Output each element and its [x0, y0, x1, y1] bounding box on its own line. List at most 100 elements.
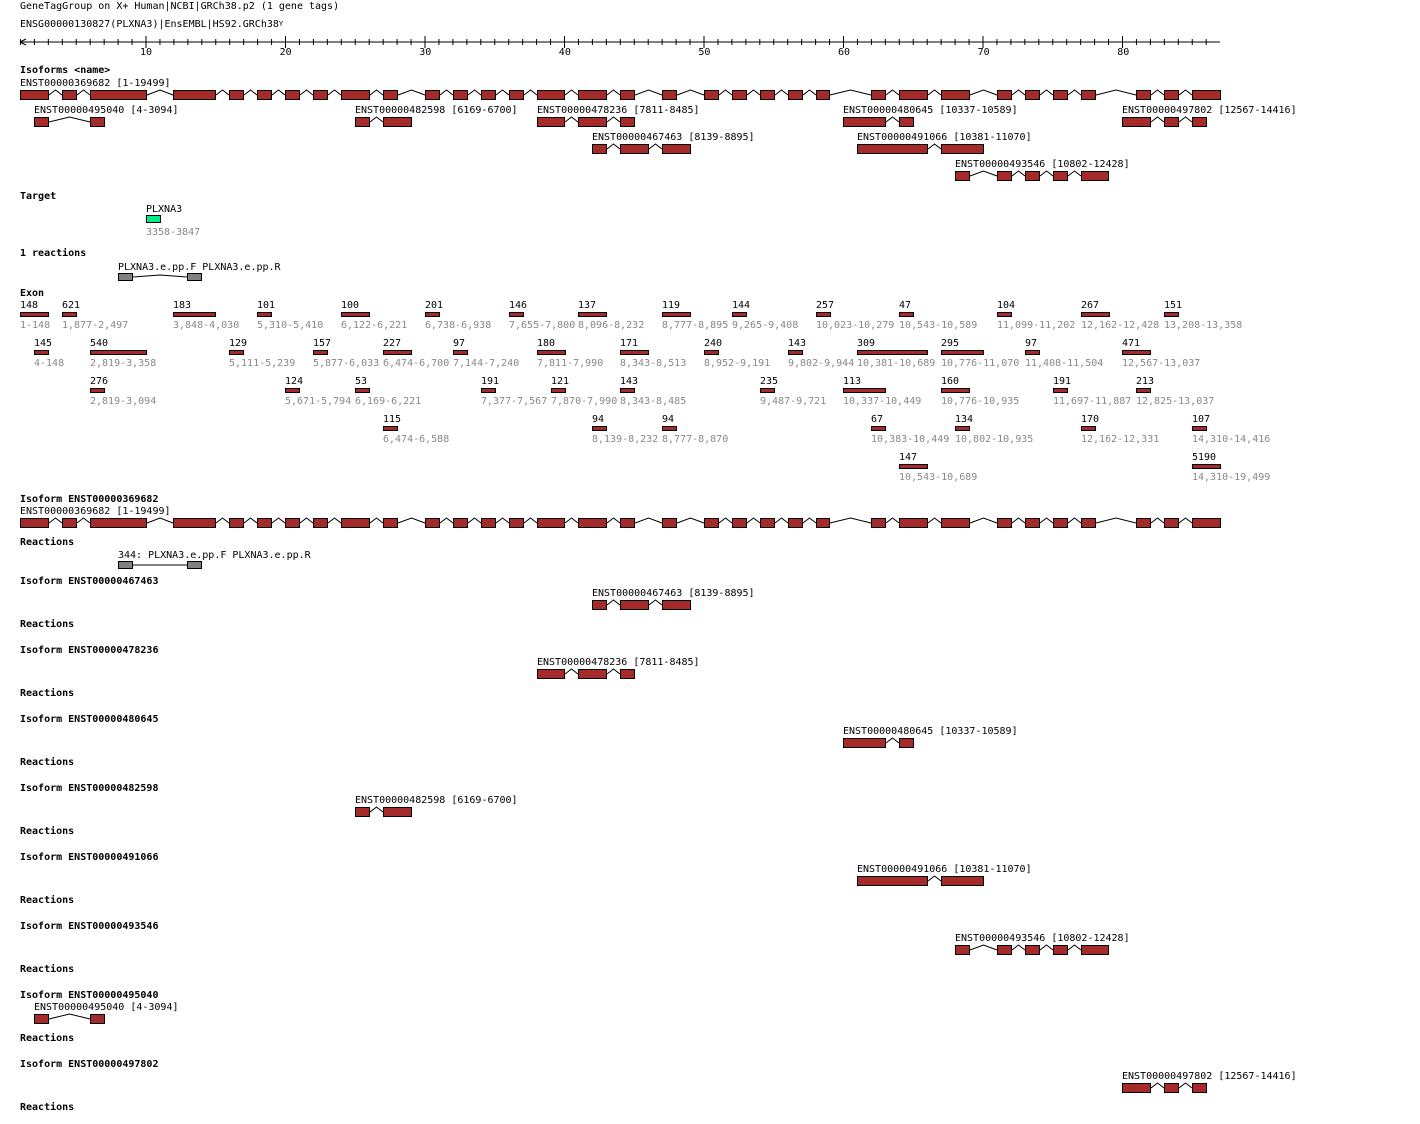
exon-block[interactable] [788, 518, 803, 528]
exon-block[interactable] [732, 90, 747, 100]
isoform-label[interactable]: ENST00000495040 [4-3094] [34, 1002, 179, 1013]
primer-forward[interactable] [118, 273, 133, 281]
exon-bar[interactable] [997, 312, 1012, 317]
exon-bar[interactable] [1122, 350, 1151, 355]
exon-bar[interactable] [90, 350, 147, 355]
exon-block[interactable] [1081, 945, 1109, 955]
exon-block[interactable] [453, 90, 468, 100]
exon-block[interactable] [285, 518, 300, 528]
exon-block[interactable] [383, 117, 412, 127]
exon-bar[interactable] [34, 350, 49, 355]
exon-block[interactable] [537, 90, 565, 100]
exon-block[interactable] [662, 600, 691, 610]
exon-block[interactable] [355, 117, 370, 127]
exon-bar[interactable] [843, 388, 886, 393]
exon-bar[interactable] [1025, 350, 1040, 355]
exon-block[interactable] [1081, 518, 1096, 528]
exon-block[interactable] [955, 945, 970, 955]
exon-block[interactable] [509, 518, 524, 528]
target-block[interactable] [146, 215, 161, 223]
exon-block[interactable] [899, 738, 914, 748]
exon-block[interactable] [481, 518, 496, 528]
exon-block[interactable] [899, 90, 928, 100]
exon-bar[interactable] [857, 350, 928, 355]
exon-block[interactable] [816, 518, 830, 528]
exon-block[interactable] [453, 518, 468, 528]
exon-bar[interactable] [941, 388, 970, 393]
exon-block[interactable] [34, 1014, 49, 1024]
exon-block[interactable] [1025, 171, 1040, 181]
isoform-label[interactable]: ENST00000478236 [7811-8485] [537, 657, 700, 668]
exon-block[interactable] [341, 518, 370, 528]
exon-block[interactable] [788, 90, 803, 100]
exon-block[interactable] [481, 90, 496, 100]
primer-reverse[interactable] [187, 273, 202, 281]
exon-block[interactable] [1192, 90, 1221, 100]
gene-link[interactable]: ENSG00000130827(PLXNA3)|EnsEMBL|HS92.GRC… [20, 19, 283, 30]
exon-bar[interactable] [816, 312, 831, 317]
exon-block[interactable] [871, 518, 886, 528]
exon-bar[interactable] [788, 350, 803, 355]
exon-bar[interactable] [341, 312, 370, 317]
exon-bar[interactable] [899, 464, 928, 469]
exon-block[interactable] [1164, 90, 1179, 100]
exon-bar[interactable] [509, 312, 524, 317]
exon-block[interactable] [509, 90, 524, 100]
exon-bar[interactable] [899, 312, 914, 317]
exon-block[interactable] [1192, 1083, 1207, 1093]
isoform-label[interactable]: ENST00000497802 [12567-14416] [1122, 105, 1297, 116]
exon-block[interactable] [313, 518, 328, 528]
exon-block[interactable] [1136, 90, 1151, 100]
exon-block[interactable] [592, 600, 607, 610]
exon-bar[interactable] [425, 312, 440, 317]
exon-block[interactable] [871, 90, 886, 100]
page-title[interactable]: GeneTagGroup on X+ Human|NCBI|GRCh38.p2 … [20, 1, 340, 12]
exon-bar[interactable] [313, 350, 328, 355]
exon-block[interactable] [857, 876, 928, 886]
exon-bar[interactable] [383, 426, 398, 431]
exon-block[interactable] [620, 117, 635, 127]
exon-bar[interactable] [285, 388, 300, 393]
exon-block[interactable] [997, 945, 1012, 955]
exon-block[interactable] [704, 90, 719, 100]
exon-block[interactable] [760, 518, 775, 528]
exon-block[interactable] [1122, 117, 1151, 127]
exon-block[interactable] [899, 117, 914, 127]
exon-block[interactable] [537, 669, 565, 679]
isoform-label[interactable]: ENST00000478236 [7811-8485] [537, 105, 700, 116]
isoform-label[interactable]: ENST00000467463 [8139-8895] [592, 588, 755, 599]
exon-bar[interactable] [481, 388, 496, 393]
exon-bar[interactable] [453, 350, 468, 355]
exon-block[interactable] [313, 90, 328, 100]
exon-block[interactable] [425, 518, 440, 528]
exon-bar[interactable] [760, 388, 775, 393]
exon-block[interactable] [1192, 117, 1207, 127]
exon-block[interactable] [34, 117, 49, 127]
exon-block[interactable] [620, 518, 635, 528]
exon-block[interactable] [383, 807, 412, 817]
exon-block[interactable] [62, 518, 77, 528]
exon-bar[interactable] [871, 426, 886, 431]
exon-block[interactable] [173, 90, 216, 100]
isoform-label[interactable]: ENST00000495040 [4-3094] [34, 105, 179, 116]
exon-block[interactable] [760, 90, 775, 100]
isoform-label[interactable]: ENST00000493546 [10802-12428] [955, 159, 1130, 170]
exon-block[interactable] [857, 144, 928, 154]
exon-block[interactable] [941, 876, 984, 886]
exon-bar[interactable] [1081, 426, 1096, 431]
exon-block[interactable] [1164, 518, 1179, 528]
exon-bar[interactable] [551, 388, 566, 393]
exon-block[interactable] [941, 518, 970, 528]
isoform-label[interactable]: ENST00000493546 [10802-12428] [955, 933, 1130, 944]
exon-block[interactable] [843, 117, 886, 127]
exon-block[interactable] [578, 90, 607, 100]
exon-bar[interactable] [955, 426, 970, 431]
exon-bar[interactable] [592, 426, 607, 431]
isoform-label[interactable]: ENST00000480645 [10337-10589] [843, 726, 1018, 737]
exon-block[interactable] [941, 90, 970, 100]
exon-block[interactable] [578, 117, 607, 127]
reaction-label[interactable]: PLXNA3.e.pp.F PLXNA3.e.pp.R [118, 262, 281, 273]
exon-block[interactable] [578, 518, 607, 528]
exon-bar[interactable] [1192, 426, 1207, 431]
exon-block[interactable] [537, 518, 565, 528]
